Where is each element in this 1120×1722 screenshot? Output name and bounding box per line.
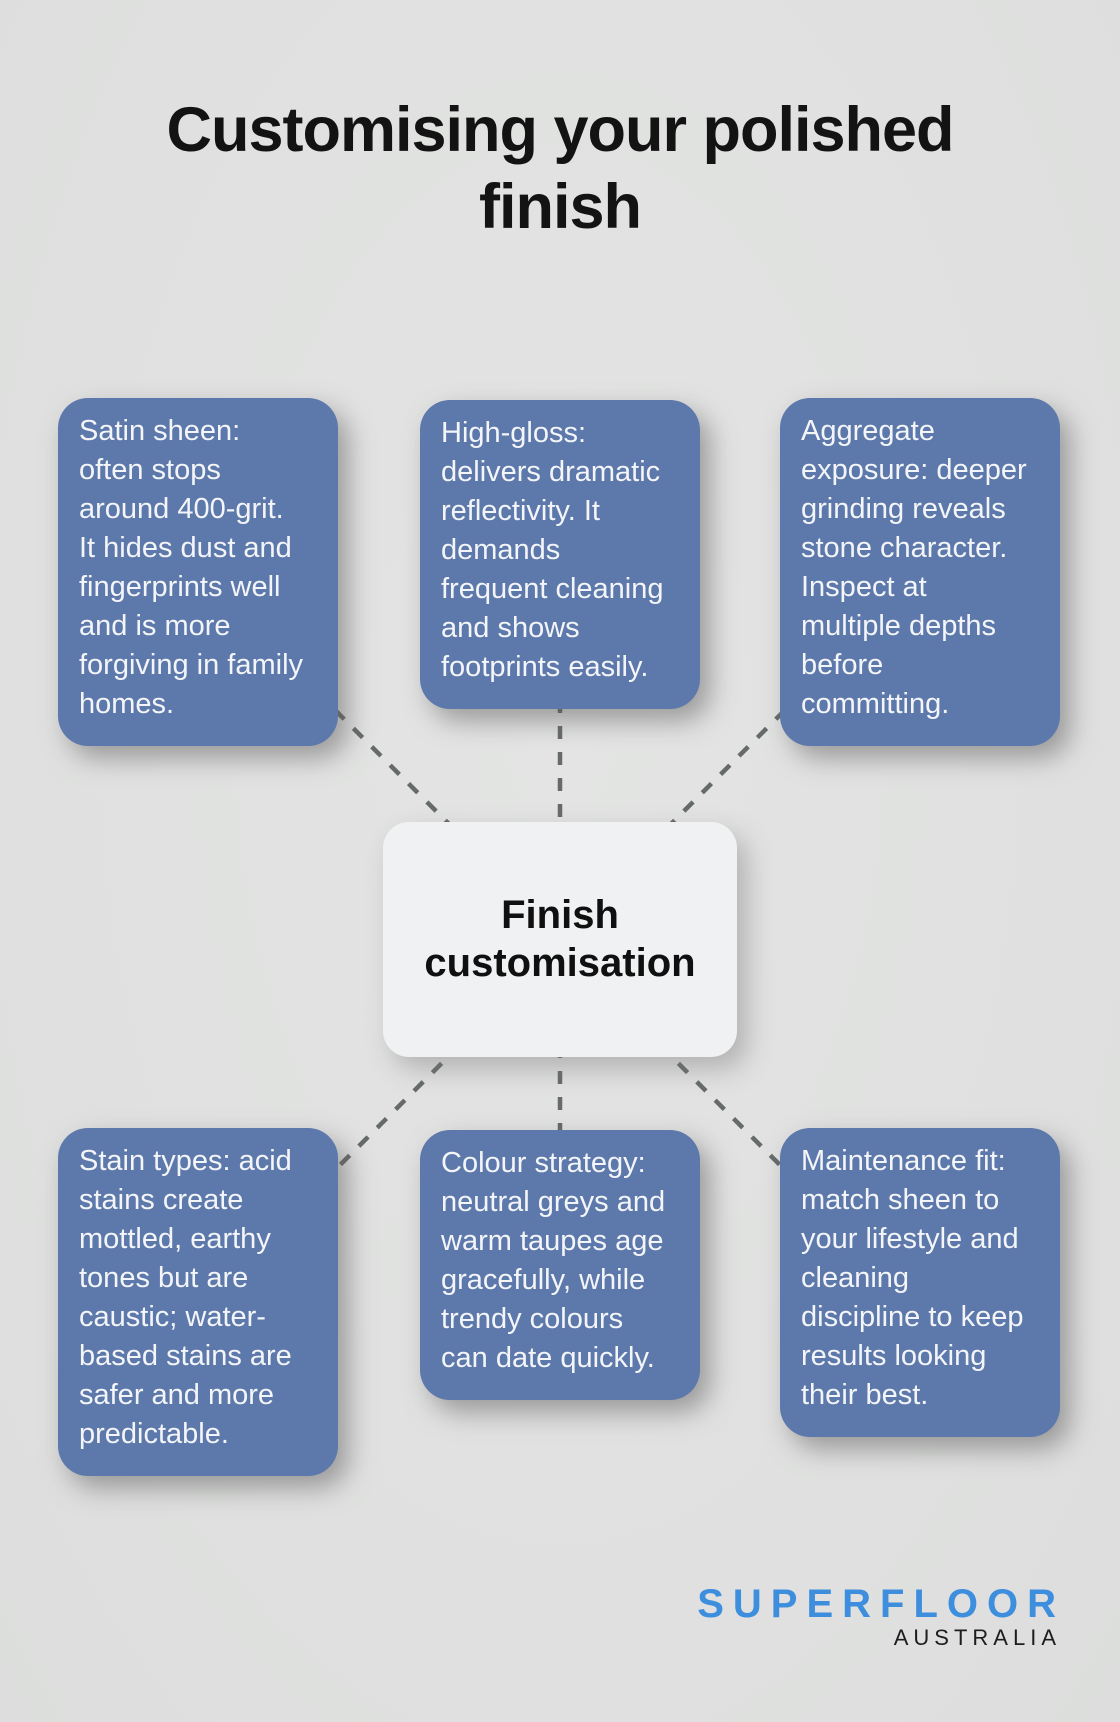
connector-line-bottom-left <box>333 1043 462 1172</box>
node-aggregate-exposure: Aggregate exposure: deeper grinding reve… <box>780 398 1060 746</box>
center-node-label: Finish customisation <box>424 893 696 985</box>
logo-brand-text: SUPERFLOOR <box>697 1582 1065 1626</box>
node-stain-types: Stain types: acid stains create mottled,… <box>58 1128 338 1476</box>
connector-line-top-right <box>658 708 787 837</box>
node-colour-strategy: Colour strategy: neutral greys and warm … <box>420 1130 700 1400</box>
center-node: Finish customisation <box>383 822 737 1057</box>
superfloor-logo: SUPERFLOOR AUSTRALIA <box>697 1584 1056 1649</box>
node-maintenance-fit: Maintenance fit: match sheen to your lif… <box>780 1128 1060 1437</box>
connector-line-bottom-right <box>658 1043 787 1172</box>
node-satin-sheen: Satin sheen: often stops around 400-grit… <box>58 398 338 746</box>
logo-region-text: AUSTRALIA <box>893 1625 1061 1650</box>
node-high-gloss: High-gloss: delivers dramatic reflectivi… <box>420 400 700 709</box>
page-title: Customising your polished finish <box>166 95 954 242</box>
connector-line-top-left <box>333 708 462 837</box>
